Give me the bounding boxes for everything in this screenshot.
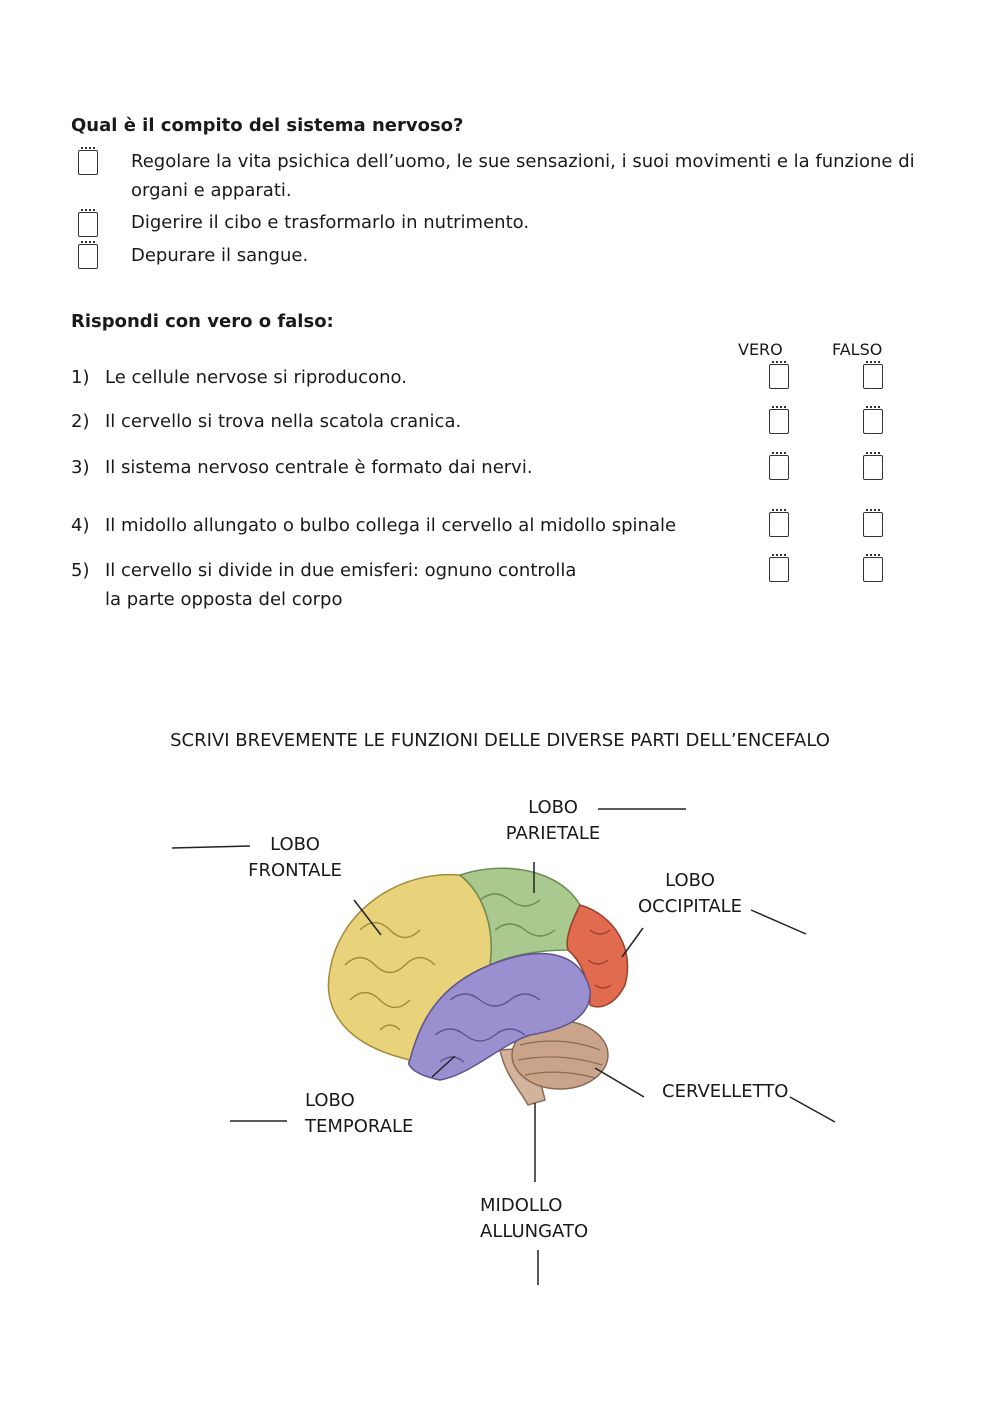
item-4-true-checkbox[interactable] [769, 509, 789, 537]
item-1-false-checkbox[interactable] [863, 361, 883, 389]
item-4-text: Il midollo allungato o bulbo collega il … [105, 515, 677, 536]
question-2-title: Rispondi con vero o falso: [71, 311, 334, 332]
item-1-text: Le cellule nervose si riproducono. [105, 367, 407, 388]
item-5-text-line1: Il cervello si divide in due emisferi: o… [105, 560, 577, 581]
item-2-text: Il cervello si trova nella scatola crani… [105, 411, 462, 432]
item-1-number: 1) [71, 367, 90, 388]
question-1-title: Qual è il compito del sistema nervoso? [71, 115, 464, 136]
label-parietal-lobe: LOBO PARIETALE [505, 797, 601, 844]
header-false: FALSO [832, 340, 883, 359]
brain-illustration [327, 867, 629, 1106]
item-3-number: 3) [71, 457, 90, 478]
label-medulla: MIDOLLO ALLUNGATO [480, 1195, 589, 1242]
option-3-text: Depurare il sangue. [131, 245, 309, 266]
item-2-false-checkbox[interactable] [863, 406, 883, 434]
label-cerebellum: CERVELLETTO [662, 1081, 789, 1102]
option-2-text: Digerire il cibo e trasformarlo in nutri… [131, 212, 530, 233]
label-frontal-lobe: LOBO FRONTALE [248, 834, 342, 881]
item-5-number: 5) [71, 560, 90, 581]
question-3-title: SCRIVI BREVEMENTE LE FUNZIONI DELLE DIVE… [170, 730, 830, 751]
item-3-text: Il sistema nervoso centrale è formato da… [105, 457, 533, 478]
label-lines [171, 808, 836, 1285]
item-3-false-checkbox[interactable] [863, 452, 883, 480]
item-2-number: 2) [71, 411, 90, 432]
label-occipital-lobe: LOBO OCCIPITALE [637, 870, 743, 917]
item-2-true-checkbox[interactable] [769, 406, 789, 434]
header-true: VERO [738, 340, 783, 359]
temporal-lobe [408, 952, 591, 1081]
item-4-number: 4) [71, 515, 90, 536]
item-3-true-checkbox[interactable] [769, 452, 789, 480]
occipital-lobe [566, 904, 629, 1008]
option-1-text-line2: organi e apparati. [131, 180, 292, 201]
item-5-false-checkbox[interactable] [863, 554, 883, 582]
option-3-checkbox[interactable] [78, 241, 98, 269]
option-1-text-line1: Regolare la vita psichica dell’uomo, le … [131, 151, 915, 172]
item-1-true-checkbox[interactable] [769, 361, 789, 389]
option-1-checkbox[interactable] [78, 147, 98, 175]
item-5-true-checkbox[interactable] [769, 554, 789, 582]
label-temporal-lobe: LOBO TEMPORALE [305, 1090, 414, 1137]
option-2-checkbox[interactable] [78, 209, 98, 237]
item-4-false-checkbox[interactable] [863, 509, 883, 537]
item-5-text-line2: la parte opposta del corpo [105, 589, 343, 610]
